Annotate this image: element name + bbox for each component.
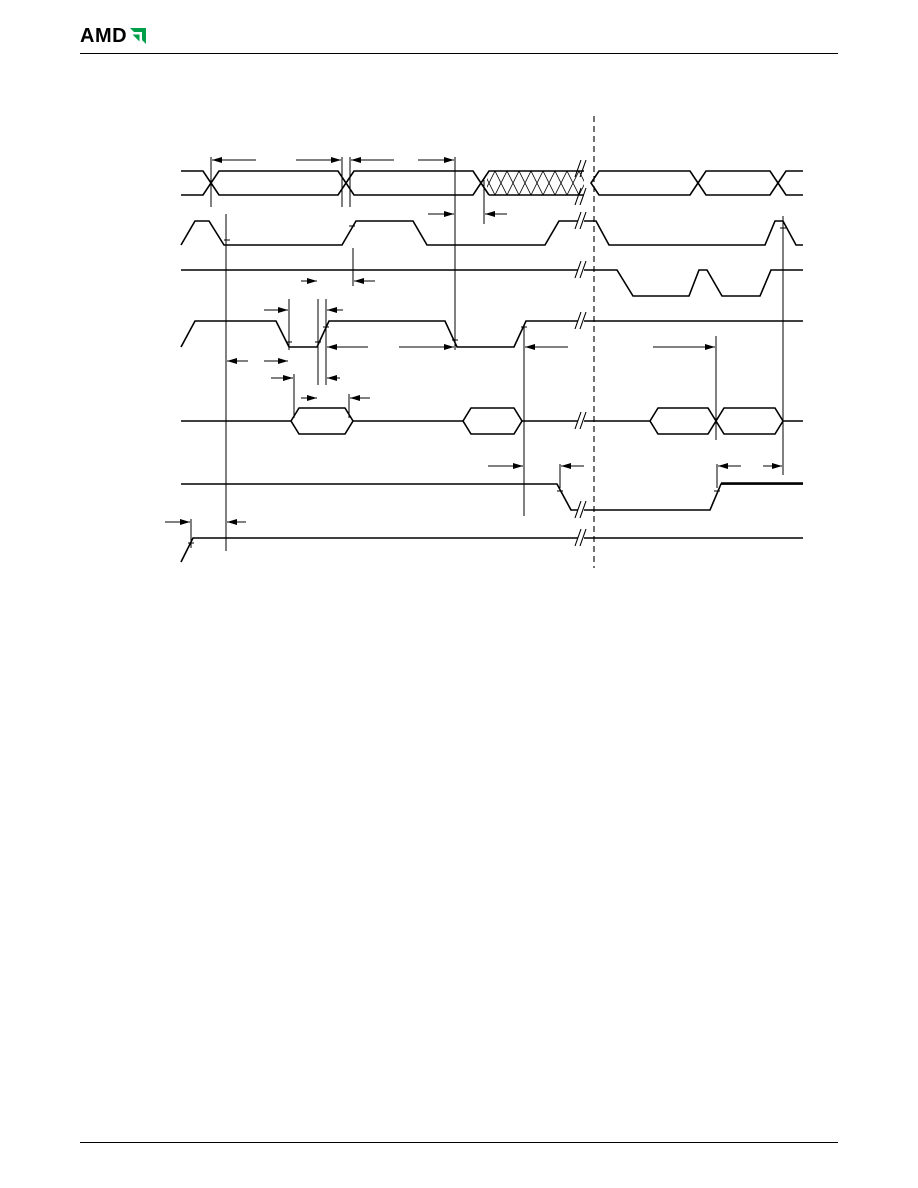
- header-rule: [80, 53, 838, 54]
- amd-logo: AMD: [80, 25, 147, 47]
- signal-row-6: [181, 483, 803, 511]
- break-marks: [574, 159, 587, 547]
- signal-row-4: [180, 320, 803, 348]
- footer-rule: [80, 1142, 838, 1143]
- amd-arrow-icon: [130, 28, 147, 44]
- signal-row-7: [180, 537, 803, 563]
- logo-text: AMD: [80, 25, 128, 47]
- signal-row-2: [180, 220, 803, 246]
- timing-reference-lines: [190, 157, 784, 551]
- signal-row-3: [181, 269, 803, 297]
- edge-ticks: [188, 225, 786, 544]
- invalid-data-hatch: [487, 171, 584, 195]
- timing-arrows: [165, 157, 782, 525]
- data-bus-waveform: [181, 407, 803, 435]
